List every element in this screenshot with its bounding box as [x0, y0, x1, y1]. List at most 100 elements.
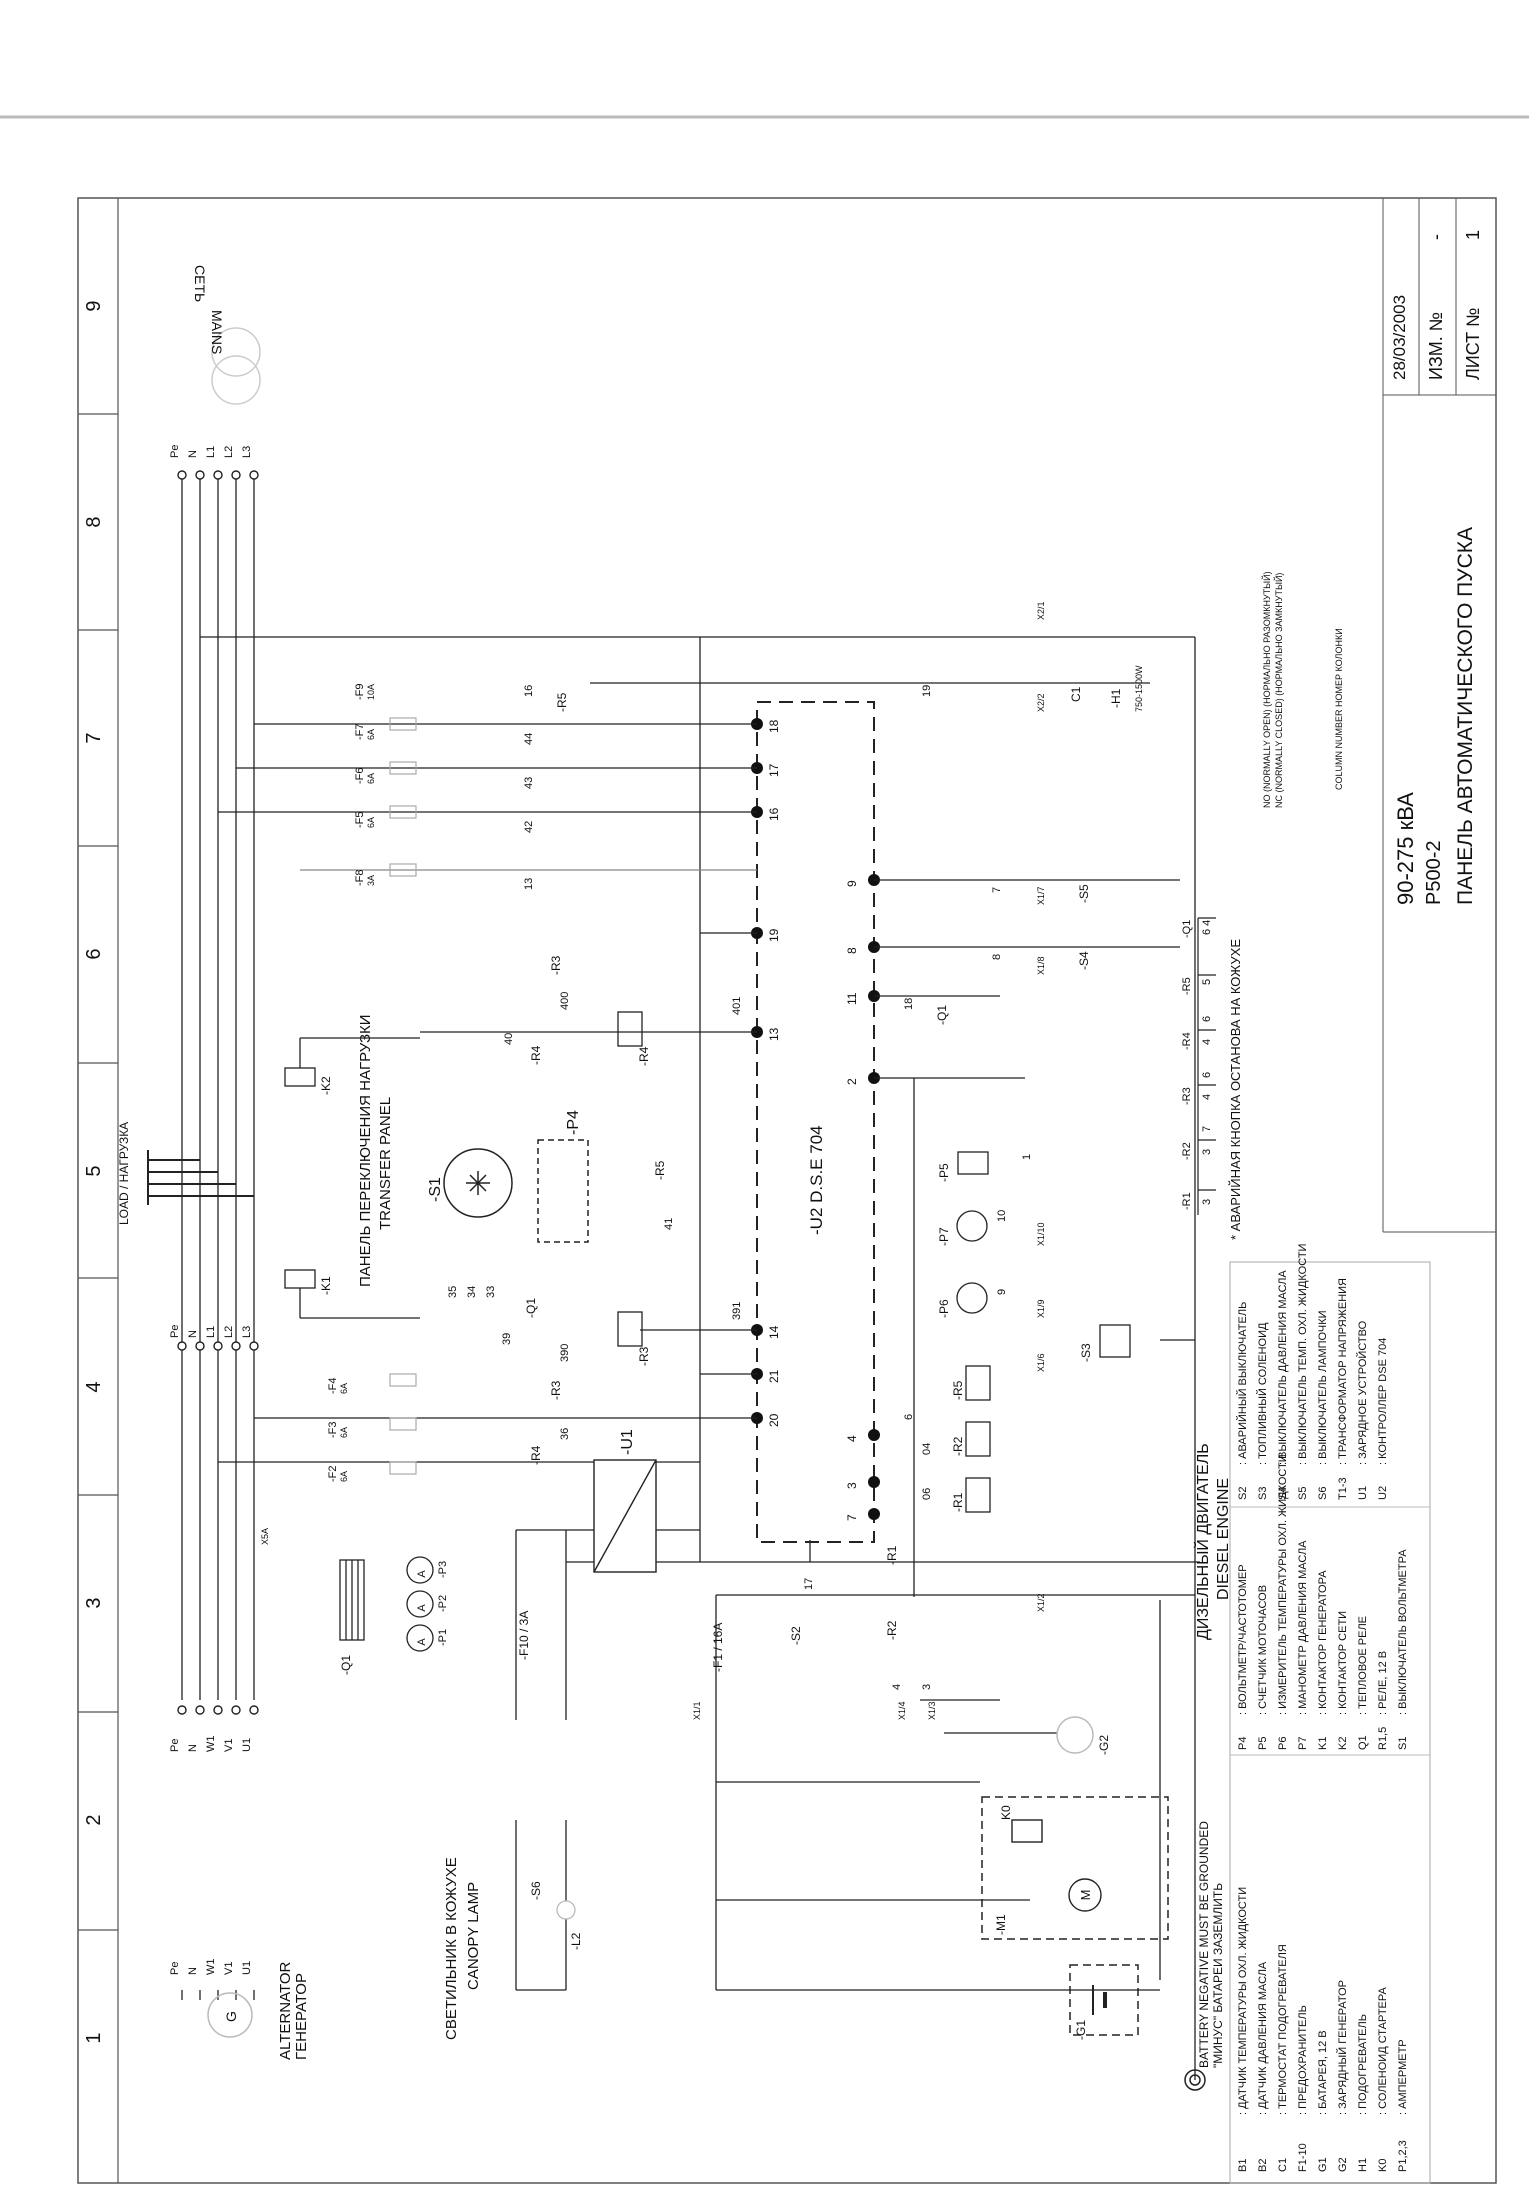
- wire-number: 06: [921, 1488, 933, 1500]
- q1-contact2-label: -Q1: [935, 1005, 949, 1025]
- engine-label-ru: ДИЗЕЛЬНЫЙ ДВИГАТЕЛЬ: [1193, 1443, 1212, 1640]
- mains-source-icon: [211, 327, 261, 405]
- wiring: [200, 636, 1200, 2080]
- u1-label: -U1: [619, 1429, 636, 1455]
- wire-number: 36: [559, 1428, 571, 1440]
- legend-desc: : ВЫКЛЮЧАТЕЛЬ ЛАМПОЧКИ: [1317, 1310, 1329, 1465]
- legend-desc: : ИЗМЕРИТЕЛЬ ТЕМПЕРАТУРЫ ОХЛ. ЖИДКОСТИ: [1277, 1454, 1289, 1715]
- p2-label: -P2: [437, 1595, 449, 1612]
- drawing-frame: [77, 197, 1497, 2184]
- q1-contact-label: -Q1: [524, 1298, 538, 1318]
- emergency-note: * АВАРИЙНАЯ КНОПКА ОСТАНОВА НА КОЖУХЕ: [1228, 939, 1243, 1240]
- legend-desc: : ВЫКЛЮЧАТЕЛЬ ТЕМП. ОХЛ. ЖИДКОСТИ: [1297, 1244, 1309, 1465]
- bus-labels-mid: Pe N L1 L2 L3: [169, 1325, 253, 1338]
- relay-table-cell: 4: [1201, 1094, 1213, 1100]
- s1-label: -S1: [427, 1177, 444, 1202]
- canopy-label-ru: СВЕТИЛЬНИК В КОЖУХЕ: [443, 1857, 460, 2040]
- wire-number: 7: [991, 887, 1003, 893]
- relay-coils: [617, 1011, 991, 1513]
- r5-contact-label: -R5: [555, 692, 569, 712]
- k1-label: -K1: [319, 1276, 333, 1295]
- legend-code: P4: [1237, 1737, 1249, 1750]
- x5a-label: X5A: [260, 1528, 270, 1545]
- bus-label: N: [187, 1744, 199, 1752]
- relay-table-cell: 4: [1201, 1039, 1213, 1045]
- bus-label: W1: [205, 1736, 217, 1753]
- alternator-g: G: [223, 2011, 239, 2022]
- legend-code: R1,5: [1377, 1727, 1389, 1750]
- wire-number: 18: [903, 998, 915, 1010]
- legend-desc: : РЕЛЕ, 12 В: [1377, 1651, 1389, 1715]
- r4-contact2-label: -R4: [529, 1445, 543, 1465]
- p6-label: -P6: [937, 1299, 951, 1318]
- canopy-lamp-icon: [556, 1900, 576, 1920]
- r5-contact2-label: -R5: [653, 1160, 667, 1180]
- legend-desc: : ТРАНСФОРМАТОР НАПРЯЖЕНИЯ: [1337, 1278, 1349, 1465]
- legend-desc: : БАТАРЕЯ, 12 В: [1317, 2030, 1329, 2115]
- wire-number: 10: [996, 1210, 1008, 1222]
- engine-label-en: DIESEL ENGINE: [1215, 1478, 1232, 1600]
- relay-table-header: -R5: [1181, 977, 1193, 995]
- q1-label: -Q1: [339, 1655, 353, 1675]
- legend-box: [1229, 1261, 1431, 2184]
- sensor-terminal: X1/2: [1036, 1593, 1046, 1612]
- bus-label: Pe: [169, 1739, 181, 1752]
- f1-label: -F1 / 16A: [711, 1623, 725, 1672]
- p1-label: -P1: [437, 1629, 449, 1646]
- wire-number: 39: [501, 1333, 513, 1345]
- wire-number: 6: [903, 1414, 915, 1420]
- wire-number: 8: [991, 954, 1003, 960]
- transfer-label-en: TRANSFER PANEL: [377, 1097, 394, 1230]
- legend-code: P7: [1297, 1737, 1309, 1750]
- k0-label: K0: [999, 1805, 1013, 1820]
- bus-labels-top: Pe N L1 L2 L3: [169, 445, 253, 458]
- sensor-terminal: X1/7: [1036, 886, 1046, 905]
- charging-alternator-icon: [1056, 1716, 1094, 1754]
- legend-code: S4: [1277, 1487, 1289, 1500]
- bus-label: W1: [205, 1959, 217, 1976]
- relay-table-cell: 6: [1201, 1016, 1213, 1022]
- k2-label: -K2: [319, 1076, 333, 1095]
- legend-desc: : КОНТАКТОР СЕТИ: [1337, 1611, 1349, 1715]
- legend-desc: : КОНТРОЛЛЕР DSE 704: [1377, 1338, 1389, 1465]
- starter-motor-icon: [1011, 1819, 1102, 1912]
- column-number: 3: [83, 1597, 105, 1608]
- controller-terminal: 17: [767, 763, 781, 777]
- sensor-terminal: X1/6: [1036, 1353, 1046, 1372]
- relay-table-cell: 5: [1201, 979, 1213, 985]
- legend-desc: : ЗАРЯДНОЕ УСТРОЙСТВО: [1356, 1320, 1369, 1465]
- alternator-label-ru: ГЕНЕРАТОР: [293, 1973, 310, 2060]
- legend-code: T1-3: [1337, 1477, 1349, 1500]
- p4-label: -P4: [565, 1110, 582, 1135]
- column-number: 2: [83, 1814, 105, 1825]
- controller-terminal: 16: [767, 807, 781, 821]
- r4-label: -R4: [637, 1046, 651, 1066]
- fuse-rating: 6A: [339, 1427, 349, 1438]
- rev-value: -: [1426, 234, 1446, 240]
- ammeter-a: A: [416, 1638, 428, 1646]
- bus-label: L2: [223, 446, 235, 458]
- wire-number: 40: [503, 1033, 515, 1045]
- fuse-rating: 6A: [366, 773, 376, 784]
- fuse-label: -F7: [354, 724, 366, 741]
- ammeter-a: A: [416, 1570, 428, 1578]
- battery-icon: [1092, 1985, 1107, 2015]
- legend-desc: : ТЕПЛОВОЕ РЕЛЕ: [1357, 1616, 1369, 1715]
- legend-code: G1: [1317, 2157, 1329, 2172]
- legend-list-right: S2 : АВАРИЙНЫЙ ВЫКЛЮЧАТЕЛЬ S3 : ТОПЛИВНЫ…: [1236, 1244, 1389, 1500]
- controller-terminal: 11: [845, 992, 859, 1005]
- bus-label: L1: [205, 1326, 217, 1338]
- g2-label: -G2: [1097, 1735, 1111, 1755]
- p3-label: -P3: [437, 1561, 449, 1578]
- legend-code: K2: [1337, 1737, 1349, 1750]
- rev-label: ИЗМ. №: [1426, 312, 1446, 380]
- wire-number: 42: [523, 821, 535, 833]
- sensor-gauges: [956, 1151, 1131, 1358]
- bus-label: V1: [223, 1962, 235, 1975]
- p7-label: -P7: [937, 1227, 951, 1246]
- sensor-terminal: X1/4: [897, 1701, 907, 1720]
- voltmeter-switch-icon[interactable]: [443, 1148, 513, 1218]
- p5-label: -P5: [937, 1163, 951, 1182]
- charger-u1: [593, 1459, 657, 1573]
- ammeter-a: A: [416, 1604, 428, 1612]
